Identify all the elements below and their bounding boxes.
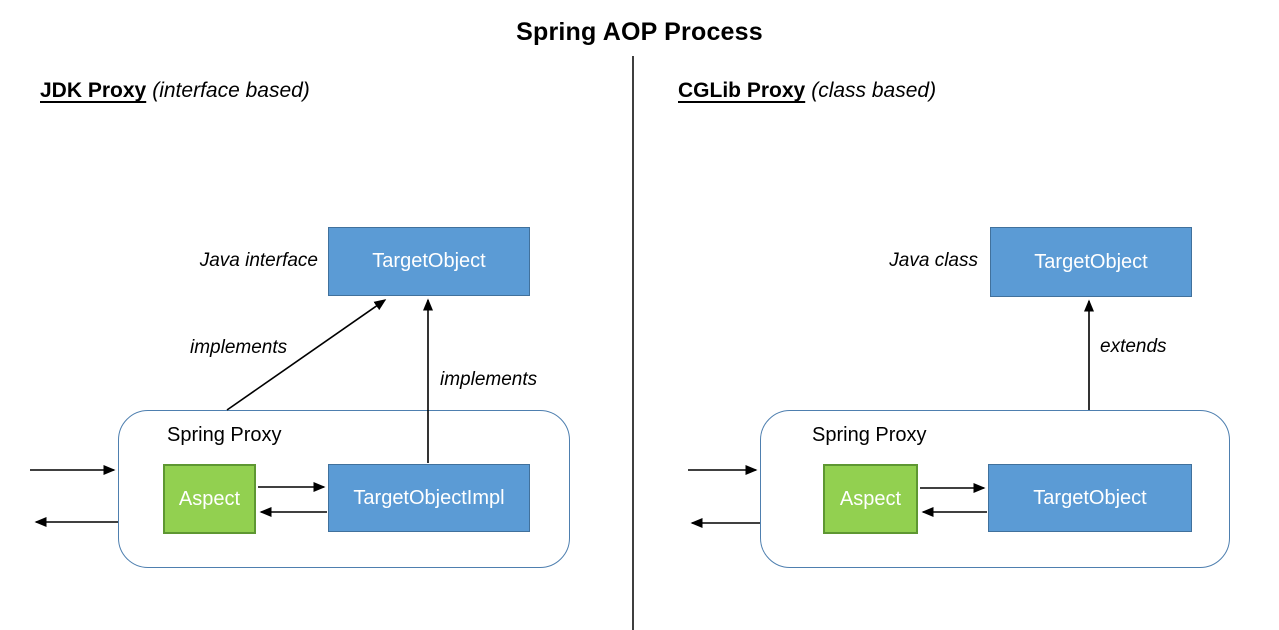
cglib-proxy-heading-qualifier: (class based) xyxy=(811,79,937,102)
cglib-target-proxy-box-label: TargetObject xyxy=(1033,486,1147,509)
section-divider xyxy=(632,56,634,630)
jdk-proxy-heading-qualifier: (interface based) xyxy=(152,79,310,102)
jdk-proxy-heading: JDK Proxy(interface based) xyxy=(40,79,310,103)
jdk-target-impl-box: TargetObjectImpl xyxy=(328,464,530,532)
cglib-target-proxy-box: TargetObject xyxy=(988,464,1192,532)
jdk-target-interface-box: TargetObject xyxy=(328,227,530,296)
page-title: Spring AOP Process xyxy=(516,18,763,46)
cglib-proxy-heading: CGLib Proxy(class based) xyxy=(678,79,936,103)
cglib-spring-proxy-label: Spring Proxy xyxy=(812,424,927,446)
jdk-aspect-box: Aspect xyxy=(163,464,256,534)
implements-label-diagonal: implements xyxy=(190,337,288,358)
java-interface-label: Java interface xyxy=(199,250,318,271)
jdk-target-interface-box-label: TargetObject xyxy=(372,250,486,272)
cglib-target-class-box-label: TargetObject xyxy=(1034,250,1148,273)
java-class-label: Java class xyxy=(889,250,978,271)
cglib-aspect-box: Aspect xyxy=(823,464,918,534)
cglib-aspect-box-label: Aspect xyxy=(839,487,902,510)
extends-label: extends xyxy=(1100,336,1167,357)
jdk-target-impl-box-label: TargetObjectImpl xyxy=(353,486,505,509)
jdk-spring-proxy-label: Spring Proxy xyxy=(167,424,282,446)
jdk-proxy-heading-name: JDK Proxy xyxy=(40,79,147,102)
jdk-aspect-box-label: Aspect xyxy=(178,487,241,510)
cglib-target-class-box: TargetObject xyxy=(990,227,1192,297)
implements-label-vertical: implements xyxy=(440,369,538,390)
cglib-proxy-heading-name: CGLib Proxy xyxy=(678,79,806,102)
